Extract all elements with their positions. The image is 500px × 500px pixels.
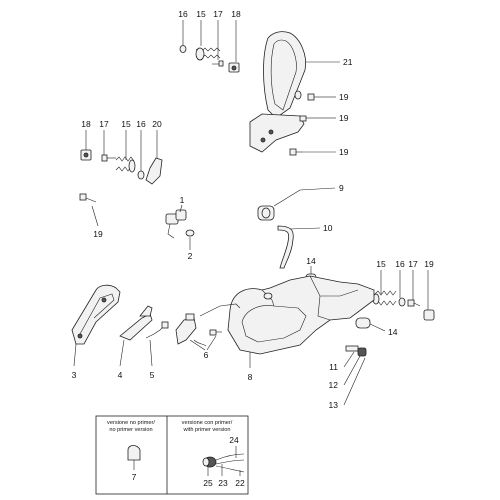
callout-4: 4 (118, 370, 123, 380)
callout-1: 1 (180, 195, 185, 205)
legend-no-primer-line1: versione no primer/ (107, 420, 155, 426)
screws-19-top (289, 93, 336, 156)
spring-15-top (195, 47, 221, 61)
switch-assembly-1 (165, 204, 195, 250)
left-spring-assembly (80, 130, 163, 185)
callout-16-top: 16 (178, 9, 188, 19)
bracket-20 (145, 157, 163, 185)
callout-21: 21 (343, 57, 353, 67)
callout-13: 13 (329, 400, 339, 410)
callout-11: 11 (329, 362, 338, 372)
callout-17-right: 17 (408, 259, 418, 269)
spring-15-right (372, 290, 397, 306)
safety-lever-4 (119, 305, 153, 367)
callout-19-left: 19 (93, 229, 103, 239)
callout-22: 22 (235, 478, 245, 488)
top-spring-assembly (179, 20, 240, 73)
screw-17-right (407, 299, 421, 307)
washer-16-left (137, 170, 145, 180)
callout-16-left: 16 (136, 119, 146, 129)
callout-12: 12 (329, 380, 339, 390)
callout-17-top: 17 (213, 9, 223, 19)
legend-with-primer-line1: versione con primer/ (182, 420, 233, 426)
callout-15-top: 15 (196, 9, 206, 19)
legend-no-primer-line2: no primer version (109, 427, 152, 433)
washer-16-right (398, 297, 406, 307)
rear-handle-housing-8 (227, 275, 375, 368)
washer-16-top (179, 45, 187, 53)
callout-15-left: 15 (121, 119, 131, 129)
bushing-9 (257, 187, 336, 221)
callout-5: 5 (150, 370, 155, 380)
screw-17-left (101, 154, 116, 162)
top-handle-21 (249, 31, 340, 153)
spring-5 (145, 321, 169, 367)
nut-18-top (228, 62, 240, 73)
nut-18-left (80, 149, 92, 161)
callout-6: 6 (204, 350, 209, 360)
callout-14-a: 14 (306, 256, 316, 266)
spring-15-left (115, 156, 136, 173)
callout-25: 25 (203, 478, 213, 488)
callout-16-right: 16 (395, 259, 405, 269)
callout-23: 23 (218, 478, 228, 488)
legend-with-primer-line2: with primer version (183, 427, 231, 433)
callout-9: 9 (339, 183, 344, 193)
callout-19-a: 19 (339, 92, 349, 102)
callout-19-c: 19 (339, 147, 349, 157)
bushing-14-b (355, 317, 386, 332)
callout-24: 24 (229, 435, 239, 445)
throttle-trigger-3 (71, 284, 121, 367)
callout-2: 2 (188, 251, 193, 261)
nut-19-right (423, 309, 435, 321)
callout-18-left: 18 (81, 119, 91, 129)
o-ring-2 (185, 229, 195, 237)
callout-3: 3 (72, 370, 77, 380)
callout-15-right: 15 (376, 259, 386, 269)
callout-19-b: 19 (339, 113, 349, 123)
callout-19-right: 19 (424, 259, 434, 269)
callout-7: 7 (132, 472, 137, 482)
screw-17-top (212, 60, 224, 67)
callout-20: 20 (152, 119, 162, 129)
callout-14-b: 14 (388, 327, 398, 337)
cap-7 (127, 445, 141, 470)
hose-10 (277, 225, 321, 269)
throttle-linkage-6 (175, 303, 241, 351)
small-parts-11-13 (343, 345, 367, 406)
primer-bulb-assembly (202, 446, 245, 476)
callout-8: 8 (248, 372, 253, 382)
callout-17-left: 17 (99, 119, 109, 129)
version-legend-box (95, 415, 249, 495)
right-spring-assembly (372, 270, 435, 321)
screw-19-left (79, 193, 99, 227)
callout-10: 10 (323, 223, 333, 233)
callout-18-top: 18 (231, 9, 241, 19)
